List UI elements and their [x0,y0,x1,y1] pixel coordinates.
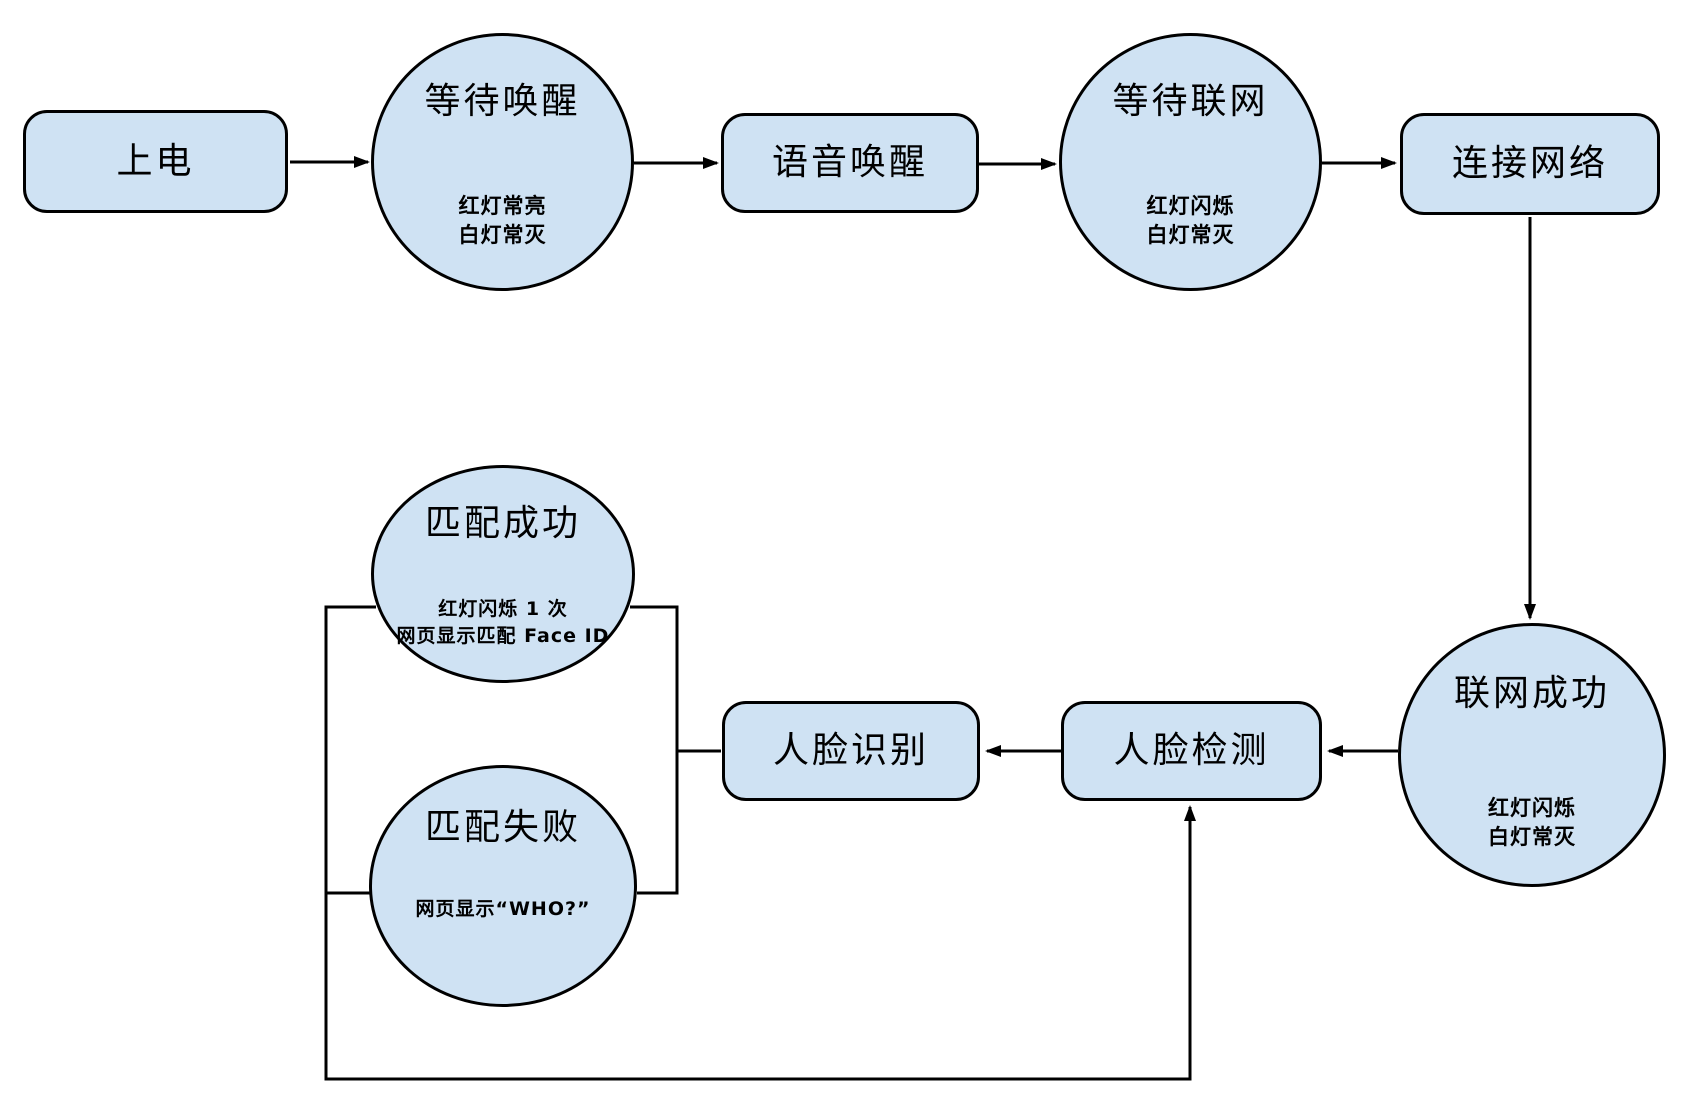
node-network-success-sub-line1: 红灯闪烁 [1488,796,1576,820]
node-network-success-sub: 红灯闪烁 白灯常灭 [1401,794,1663,852]
node-connect-network-label: 连接网络 [1451,143,1608,184]
node-wait-network-sub-line1: 红灯闪烁 [1146,194,1235,218]
node-match-success-sub-line1: 红灯闪烁 1 次 [438,598,568,620]
node-connect-network: 连接网络 [1400,113,1660,215]
node-network-success: 联网成功 红灯闪烁 白灯常灭 [1398,623,1666,887]
node-match-success-sub: 红灯闪烁 1 次 网页显示匹配 Face ID [374,596,632,650]
node-wait-wake-title: 等待唤醒 [424,81,581,122]
node-network-success-sub-line2: 白灯常灭 [1488,825,1576,849]
edge-facerec-bracket [630,605,679,895]
node-match-fail-title: 匹配失败 [424,807,581,848]
node-face-recognize-label: 人脸识别 [772,730,929,771]
node-wait-wake-sub: 红灯常亮 白灯常灭 [374,192,631,250]
node-wait-network-title: 等待联网 [1112,81,1269,122]
node-face-detect-label: 人脸检测 [1113,730,1270,771]
node-match-success-sub-line2: 网页显示匹配 Face ID [396,625,610,647]
node-network-success-title: 联网成功 [1453,673,1610,714]
node-match-success: 匹配成功 红灯闪烁 1 次 网页显示匹配 Face ID [371,465,635,683]
node-wait-network-sub: 红灯闪烁 白灯常灭 [1062,192,1319,250]
node-wait-network-sub-line2: 白灯常灭 [1146,223,1235,247]
node-voice-wake: 语音唤醒 [721,113,979,213]
node-face-detect: 人脸检测 [1061,701,1322,801]
node-match-fail-sub: 网页显示“WHO?” [372,896,634,923]
node-power-on-label: 上电 [116,140,195,182]
node-wait-wake-sub-line1: 红灯常亮 [458,194,547,218]
node-match-fail: 匹配失败 网页显示“WHO?” [369,765,637,1007]
node-match-success-title: 匹配成功 [424,503,581,544]
node-power-on: 上电 [23,110,288,213]
node-wait-network: 等待联网 红灯闪烁 白灯常灭 [1059,33,1322,291]
node-voice-wake-label: 语音唤醒 [771,142,928,183]
node-wait-wake: 等待唤醒 红灯常亮 白灯常灭 [371,33,634,291]
node-wait-wake-sub-line2: 白灯常灭 [458,223,547,247]
node-match-fail-sub-line1: 网页显示“WHO?” [415,898,591,920]
node-face-recognize: 人脸识别 [722,701,980,801]
